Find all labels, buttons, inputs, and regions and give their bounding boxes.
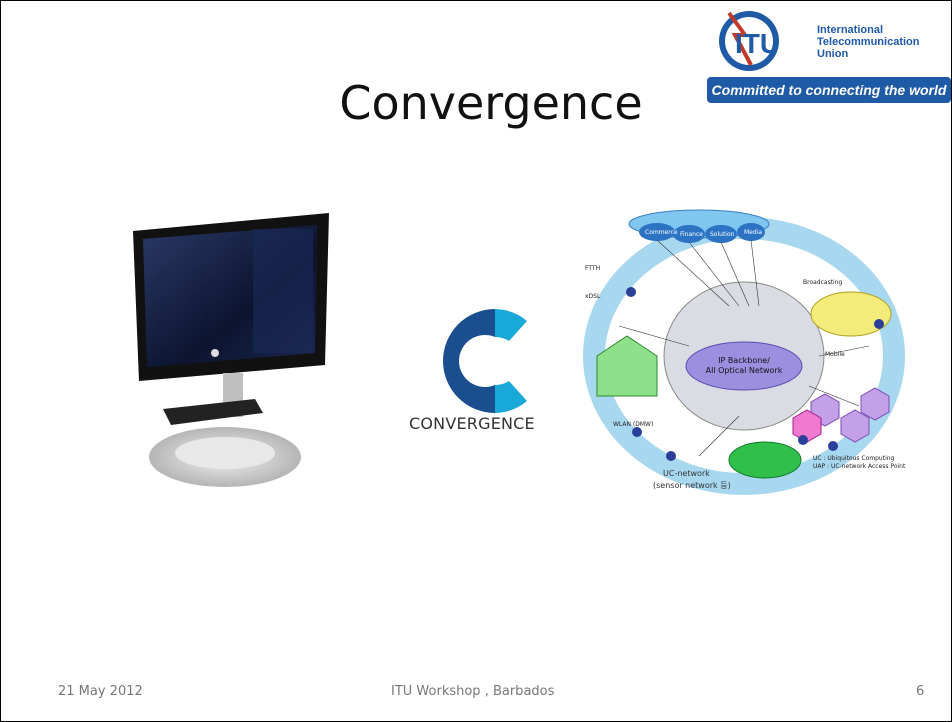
svg-text:Telecommunication: Telecommunication	[817, 36, 920, 48]
svg-text:Committed to connecting the wo: Committed to connecting the world	[712, 82, 947, 98]
itu-logo: ITU International Telecommunication Unio…	[707, 11, 951, 103]
core-label-2: All Optical Network	[706, 366, 783, 375]
core-label-1: IP Backbone/	[718, 356, 770, 365]
sensor-label-1: UC-network	[663, 469, 710, 478]
network-diagram: Commerce Finance Solution Media IP Backb…	[583, 209, 906, 495]
wlan-label: WLAN (DMW)	[613, 421, 653, 428]
svg-text:International: International	[817, 24, 883, 36]
svg-text:ITU: ITU	[735, 28, 780, 59]
broadcasting-label: Broadcasting	[803, 279, 843, 286]
footer-date: 21 May 2012	[58, 684, 143, 699]
legend-1: UC : Ubiquitous Computing	[813, 455, 895, 462]
mobile-label: Mobile	[825, 351, 845, 358]
page-number: 6	[916, 684, 925, 699]
service-commerce: Commerce	[645, 229, 678, 236]
svg-text:Union: Union	[817, 48, 848, 60]
slide-title: Convergence	[339, 76, 643, 130]
service-finance: Finance	[680, 231, 703, 238]
sensor-label-2: (sensor network 등)	[653, 481, 731, 490]
xdsl-label: xDSL	[585, 293, 601, 300]
convergence-wordmark: CONVERGENCE	[409, 414, 535, 433]
service-media: Media	[744, 229, 762, 236]
footer-center: ITU Workshop , Barbados	[391, 684, 555, 699]
service-solution: Solution	[710, 231, 735, 238]
legend-2: UAP : UC-network Access Point	[813, 463, 906, 470]
convergence-logo	[443, 309, 527, 413]
ftth-label: FTTH	[585, 265, 600, 272]
tv-image	[133, 213, 329, 487]
